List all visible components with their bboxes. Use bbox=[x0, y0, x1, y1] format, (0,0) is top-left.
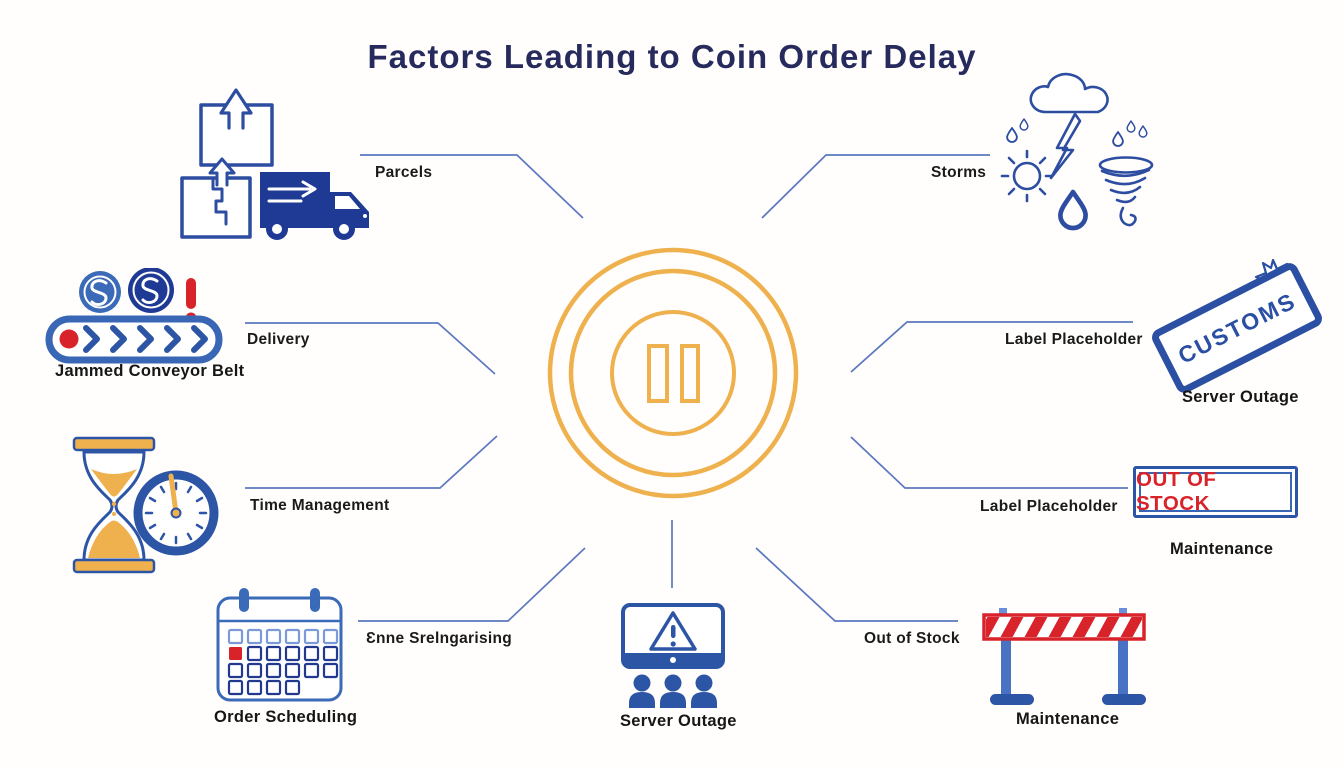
hourglass-cap-bottom bbox=[72, 558, 156, 574]
calendar-peg bbox=[310, 588, 320, 612]
hourglass-sand-bottom bbox=[88, 520, 140, 558]
out-of-stock-sign-icon: OUT OF STOCK bbox=[1133, 466, 1298, 518]
caption-jammed-conveyor-belt: Jammed Conveyor Belt bbox=[55, 362, 245, 380]
page-title: Factors Leading to Coin Order Delay bbox=[367, 38, 977, 75]
connector-order-scheduling bbox=[358, 547, 586, 622]
roadblock-barrier-icon bbox=[982, 608, 1146, 705]
coin-dollar-glyph bbox=[90, 279, 108, 307]
users-icon bbox=[629, 674, 717, 708]
label-placeholder-bottom: Label Placeholder bbox=[980, 498, 1118, 515]
clock-hand bbox=[168, 473, 179, 516]
parcel-truck-icon bbox=[180, 88, 369, 240]
caption-server-outage-right: Server Outage bbox=[1182, 388, 1299, 406]
hourglass-cap-top bbox=[72, 436, 156, 452]
connector-time-management bbox=[245, 435, 498, 489]
connector-out-of-stock bbox=[755, 547, 958, 622]
caption-server-outage-bottom: Server Outage bbox=[620, 712, 737, 730]
pause-coin-icon bbox=[547, 247, 799, 499]
label-storms: Storms bbox=[931, 164, 987, 181]
out-of-stock-sign-text: OUT OF STOCK bbox=[1136, 468, 1217, 515]
label-delivery: Delivery bbox=[247, 331, 310, 348]
customs-stamp-icon: CUSTOMS bbox=[1148, 255, 1343, 396]
caption-order-scheduling: Order Scheduling bbox=[214, 708, 358, 726]
coin-dollar-glyph bbox=[141, 277, 159, 305]
pause-bar-left bbox=[647, 344, 669, 403]
storm-weather-icon bbox=[1000, 72, 1154, 231]
caption-maintenance-bottom: Maintenance bbox=[1016, 710, 1120, 728]
jammed-conveyor-belt-icon bbox=[45, 268, 223, 364]
pause-bar-right bbox=[680, 344, 700, 403]
calendar-icon bbox=[216, 588, 343, 702]
label-time-management: Time Management bbox=[250, 497, 390, 514]
barrier-foot bbox=[1102, 694, 1146, 705]
connector-label-bottom-right bbox=[850, 436, 1128, 489]
caption-maintenance-right: Maintenance bbox=[1170, 540, 1274, 558]
calendar-marked-day bbox=[229, 647, 242, 660]
barrier-foot bbox=[990, 694, 1034, 705]
label-out-of-stock: Out of Stock bbox=[864, 630, 960, 647]
hourglass-sand-top bbox=[91, 469, 137, 497]
hourglass-clock-icon bbox=[72, 436, 219, 574]
barrier-leg bbox=[1001, 638, 1011, 695]
label-order-scheduling: Ɛnne Srelngarising bbox=[366, 630, 513, 647]
label-placeholder-top: Label Placeholder bbox=[1005, 331, 1143, 348]
calendar-peg bbox=[239, 588, 249, 612]
monitor-alert-icon bbox=[621, 603, 725, 708]
alert-exclamation-icon bbox=[186, 278, 196, 309]
label-parcels: Parcels bbox=[375, 164, 433, 181]
barrier-leg bbox=[1118, 638, 1128, 695]
barrier-stripes bbox=[986, 617, 1142, 637]
